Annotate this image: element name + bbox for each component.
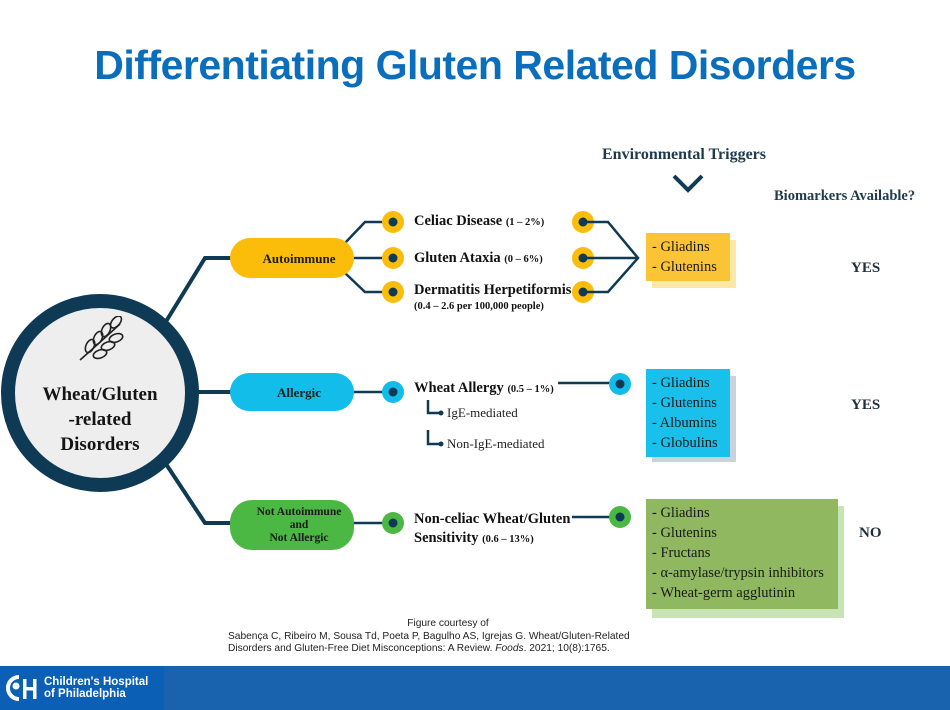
chevron-down-icon	[672, 174, 704, 193]
citation-intro: Figure courtesy of	[407, 618, 489, 629]
category-autoimmune: Autoimmune	[230, 238, 354, 278]
disorder-celiac: Celiac Disease (1 – 2%)	[414, 213, 544, 230]
subtype-dot-ige	[438, 410, 444, 416]
subtype-connector-nonige	[426, 430, 440, 446]
disorder-name: Celiac Disease	[414, 213, 503, 229]
disorder-gluten-ataxia: Gluten Ataxia (0 – 6%)	[414, 250, 543, 267]
disorder-prevalence: (0.6 – 13%)	[482, 534, 534, 545]
triggers-not-autoimmune-not-allergic: - Gliadins - Glutenins - Fructans - α-am…	[646, 499, 838, 609]
subtype-dot-nonige	[438, 441, 444, 447]
center-label-line: -related	[68, 409, 132, 430]
category-label-line: and	[289, 518, 309, 531]
wheat-icon	[79, 316, 124, 361]
category-label-line: Not Autoimmune	[256, 505, 342, 518]
biomarker-answer-autoimmune: YES	[851, 260, 881, 276]
logo-line: Children's Hospital	[44, 676, 149, 688]
disorder-prevalence: (0.5 – 1%)	[507, 384, 554, 395]
disorder-name-line: Sensitivity	[414, 530, 479, 546]
trigger-item: - α-amylase/trypsin inhibitors	[652, 565, 824, 581]
branch-dermatitis	[344, 272, 390, 294]
node-allergy-right	[609, 373, 631, 395]
trigger-item: - Gliadins	[652, 505, 710, 521]
center-label-line: Disorders	[60, 434, 140, 455]
trigger-item: - Globulins	[652, 435, 718, 451]
subtype-ige-mediated: IgE-mediated	[447, 405, 518, 420]
citation-reference: Sabença C, Ribeiro M, Sousa Td, Poeta P,…	[228, 631, 668, 656]
chop-logo-text: Children's Hospital of Philadelphia	[44, 676, 148, 700]
trigger-item: - Glutenins	[652, 395, 717, 411]
disorder-ncgs: Non-celiac Wheat/Gluten Sensitivity (0.6…	[414, 510, 570, 549]
category-allergic: Allergic	[230, 373, 354, 411]
node-ncgs-left	[382, 512, 404, 534]
node-celiac-left	[382, 211, 404, 233]
node-ataxia-left	[382, 247, 404, 269]
header-environmental-triggers: Environmental Triggers	[602, 146, 766, 163]
category-label: Allergic	[276, 384, 322, 400]
disorder-prevalence: (0 – 6%)	[504, 254, 543, 265]
disorder-wheat-allergy: Wheat Allergy (0.5 – 1%)	[414, 380, 554, 397]
citation-volume: . 2021; 10(8):1765.	[523, 643, 610, 654]
center-label-line: Wheat/Gluten	[42, 384, 158, 405]
disorder-dermatitis-herpetiformis: Dermatitis Herpetiformis (0.4 – 2.6 per …	[414, 282, 571, 312]
category-not-autoimmune-not-allergic: Not Autoimmune and Not Allergic	[230, 500, 354, 550]
citation: Figure courtesy of Sabença C, Ribeiro M,…	[228, 618, 668, 656]
subtype-connector-ige	[426, 400, 440, 415]
node-dermatitis-left	[382, 281, 404, 303]
biomarker-answer-allergic: YES	[851, 397, 881, 413]
triggers-allergic: - Gliadins - Glutenins - Albumins - Glob…	[646, 369, 730, 457]
connector-autoimmune	[160, 256, 242, 330]
citation-authors: Sabença C, Ribeiro M, Sousa Td, Poeta P,…	[228, 630, 630, 655]
trigger-item: - Albumins	[652, 415, 717, 431]
disorder-name-line: Non-celiac Wheat/Gluten	[414, 511, 571, 527]
disorder-name: Dermatitis Herpetiformis	[414, 282, 572, 298]
trigger-item: - Wheat-germ agglutinin	[652, 585, 796, 601]
disorder-name: Wheat Allergy	[414, 380, 504, 396]
connector-nonautoimmune	[160, 456, 242, 525]
header-biomarkers: Biomarkers Available?	[774, 188, 916, 204]
trigger-item: - Fructans	[652, 545, 711, 561]
node-ncgs-right	[609, 506, 631, 528]
triggers-autoimmune: - Gliadins - Glutenins	[646, 233, 730, 281]
disorder-prevalence: (1 – 2%)	[505, 217, 545, 228]
node-allergy-left	[382, 381, 404, 403]
center-label: Wheat/Gluten -related Disorders	[30, 382, 170, 457]
branch-celiac	[344, 220, 390, 244]
category-label: Autoimmune	[262, 250, 336, 266]
subtype-non-ige-mediated: Non-IgE-mediated	[447, 436, 545, 451]
trigger-item: - Glutenins	[652, 525, 717, 541]
category-label-line: Not Allergic	[269, 531, 329, 544]
logo-line: of Philadelphia	[44, 688, 126, 700]
biomarker-answer-nonautoimmune: NO	[859, 525, 882, 541]
chop-logo: Children's Hospital of Philadelphia	[0, 666, 164, 710]
citation-journal: Foods	[495, 643, 524, 654]
trigger-item: - Gliadins	[652, 239, 710, 255]
chop-logo-icon	[6, 675, 37, 701]
trigger-item: - Glutenins	[652, 259, 717, 275]
page-title: Differentiating Gluten Related Disorders	[94, 42, 856, 88]
disorder-name: Gluten Ataxia	[414, 250, 501, 266]
trigger-item: - Gliadins	[652, 375, 710, 391]
disorder-prevalence: (0.4 – 2.6 per 100,000 people)	[414, 301, 544, 312]
